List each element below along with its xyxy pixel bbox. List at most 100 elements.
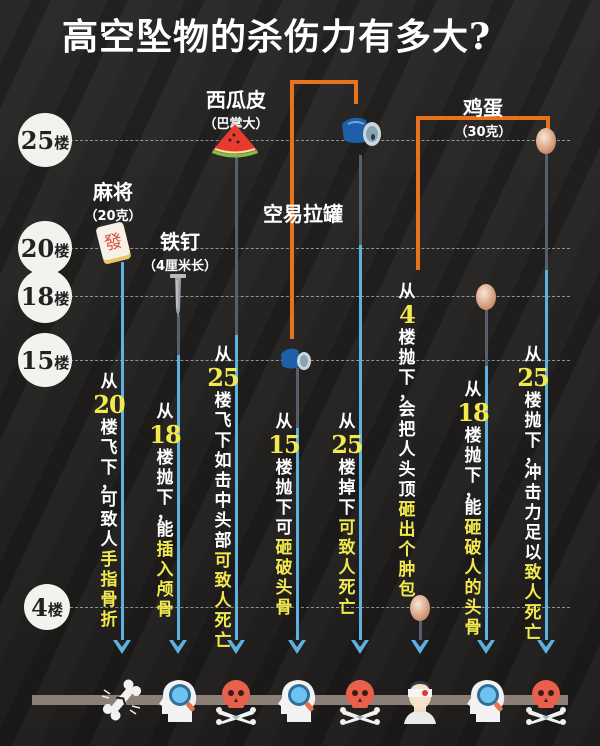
from-label: 从 — [398, 282, 416, 302]
description-highlight: 插入颅骨 — [156, 540, 174, 620]
watermelon-fall-line — [235, 335, 238, 640]
floor-number: 15 — [20, 345, 55, 375]
floor-line-4 — [70, 607, 570, 608]
floor-unit: 楼 — [54, 289, 70, 308]
skull-crossbones-icon — [340, 680, 380, 725]
mahjong-fall-line — [121, 262, 124, 640]
mahjong-label: 麻将 （20克） — [84, 180, 142, 224]
egg-icon — [410, 595, 430, 621]
nail-fall-line-top — [177, 315, 180, 355]
egg4-fall-line — [419, 620, 422, 640]
egg-icon — [476, 284, 496, 310]
description-white: 楼抛下，能 — [156, 448, 174, 540]
egg-icon — [536, 128, 556, 154]
can-bracket — [290, 80, 358, 339]
description-white: 楼飞下如击中头部 — [214, 391, 232, 551]
watermelon-icon — [212, 124, 258, 158]
description-highlight: 致人死亡 — [524, 563, 542, 643]
arrow-notch — [173, 640, 183, 647]
arrow-notch — [355, 640, 365, 647]
floor-line-25 — [70, 140, 570, 141]
from-label: 从 — [275, 412, 293, 432]
floor-number: 20 — [20, 233, 55, 263]
svg-text:發: 發 — [102, 230, 125, 255]
from-label: 从 — [156, 402, 174, 422]
egg18-fall-line — [485, 366, 488, 640]
floor-value: 18 — [457, 398, 489, 427]
can15-fall-line-top — [296, 368, 299, 428]
arrow-notch — [117, 640, 127, 647]
description-highlight: 砸破头骨 — [275, 538, 293, 618]
floor-value: 18 — [149, 420, 181, 449]
floor-number: 4 — [31, 592, 48, 622]
can25-fall-line-top — [359, 155, 362, 245]
arrow-notch — [481, 640, 491, 647]
egg25-fall-line — [545, 270, 548, 640]
egg25-fall-line-top — [545, 150, 548, 270]
arrow-notch — [415, 640, 425, 647]
floor-line-18 — [70, 296, 570, 297]
can25-fall-line — [359, 245, 362, 640]
floor-value: 25 — [331, 430, 363, 459]
head-magnifier-icon — [467, 680, 505, 722]
floor-value: 4 — [399, 300, 416, 329]
from-label: 从 — [338, 412, 356, 432]
description-highlight: 手指骨折 — [100, 550, 118, 630]
description-white: 楼飞下，可致人 — [100, 418, 118, 550]
from-label: 从 — [100, 372, 118, 392]
head-magnifier-icon — [278, 680, 316, 722]
description-highlight: 砸出个肿包 — [398, 500, 416, 600]
description-white: 楼掉下 — [338, 458, 356, 518]
egg-bracket — [416, 116, 550, 270]
description-white: 楼抛下可 — [275, 458, 293, 538]
arrow-notch — [231, 640, 241, 647]
page-title: 高空坠物的杀伤力有多大? — [62, 16, 492, 58]
description-highlight: 可致人死亡 — [214, 551, 232, 651]
watermelon-fall-line-top — [235, 155, 238, 335]
egg-bracket-right — [546, 116, 550, 130]
can-15-icon — [281, 348, 311, 370]
egg-label: 鸡蛋 （30克） — [454, 96, 512, 140]
floor-value: 15 — [268, 430, 300, 459]
floor-value: 20 — [93, 390, 125, 419]
floor-unit: 楼 — [54, 133, 70, 152]
can-25-icon — [342, 117, 381, 146]
head-magnifier-icon — [159, 680, 197, 722]
floor-value: 25 — [517, 363, 549, 392]
can-label: 空易拉罐 — [263, 202, 343, 226]
mahjong-tile-icon: 發 — [96, 222, 131, 265]
skull-crossbones-icon — [216, 680, 256, 725]
bandaged-head-icon — [404, 681, 436, 724]
can-bracket-right — [354, 80, 358, 104]
description-highlight: 可致人死亡 — [338, 518, 356, 618]
floor-line-20 — [70, 248, 570, 249]
from-label: 从 — [214, 345, 232, 365]
floor-number: 18 — [20, 281, 55, 311]
egg18-fall-line-top — [485, 306, 488, 366]
arrow-notch — [541, 640, 551, 647]
from-label: 从 — [464, 380, 482, 400]
watermelon-label: 西瓜皮 （巴掌大） — [203, 88, 269, 132]
skull-crossbones-icon — [526, 680, 566, 725]
floor-unit: 楼 — [54, 353, 70, 372]
nail-fall-line — [177, 355, 180, 640]
from-label: 从 — [524, 345, 542, 365]
description-highlight: 砸破人的头骨 — [464, 518, 482, 638]
can15-fall-line — [296, 428, 299, 640]
nail-label: 铁钉 （4厘米长） — [142, 230, 218, 274]
floor-line-15 — [70, 360, 570, 361]
nail-icon — [170, 274, 186, 317]
floor-value: 25 — [207, 363, 239, 392]
